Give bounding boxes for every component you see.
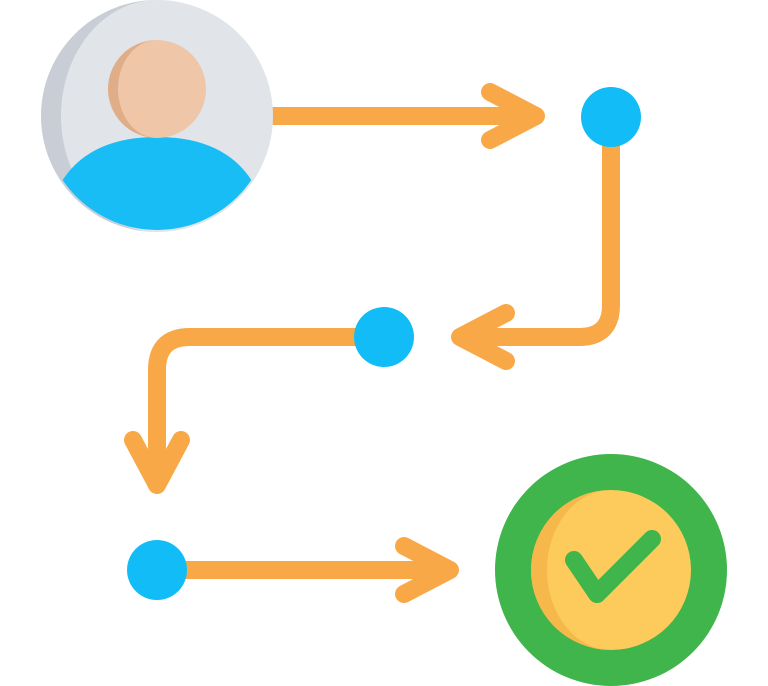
connector-arrow-1 bbox=[263, 83, 545, 149]
flow-node-1 bbox=[581, 87, 641, 147]
user-avatar-icon bbox=[41, 0, 273, 232]
connector-arrow-4 bbox=[148, 537, 459, 603]
connector-arrow-3 bbox=[124, 328, 393, 494]
checkmark-success-icon bbox=[495, 454, 727, 686]
flow-node-3 bbox=[127, 540, 187, 600]
connector-arrow-2 bbox=[451, 108, 620, 370]
flow-node-2 bbox=[354, 307, 414, 367]
